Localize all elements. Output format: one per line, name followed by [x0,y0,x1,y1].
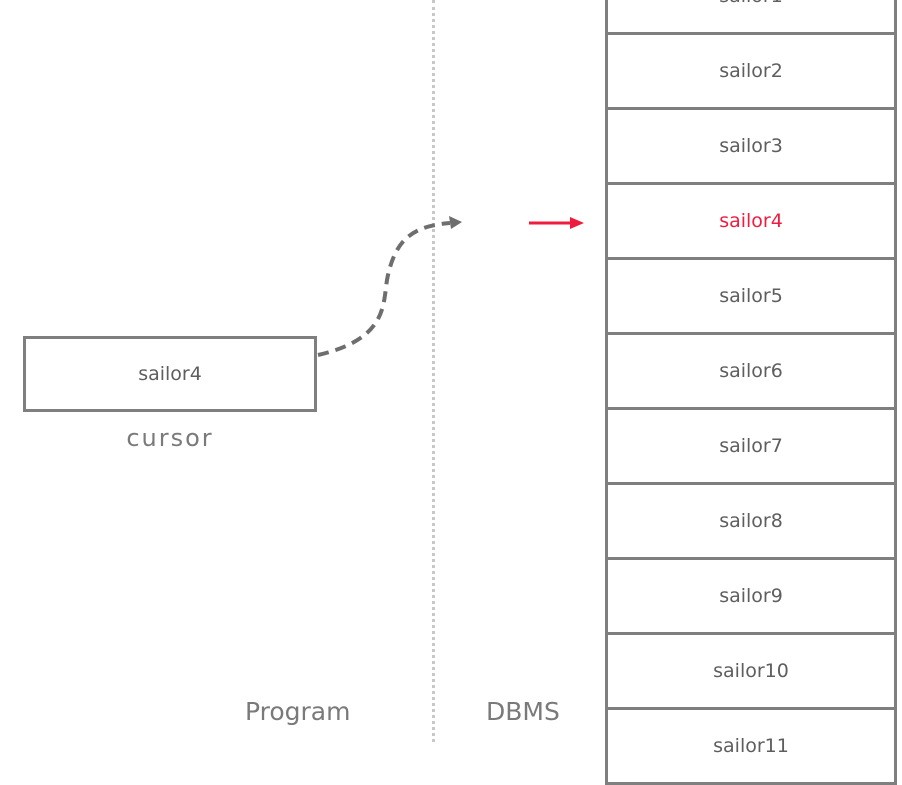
row-label: sailor7 [719,435,783,457]
table-row: sailor5 [608,260,894,335]
table-row: sailor9 [608,560,894,635]
table-row: sailor1 [608,0,894,35]
cursor-label: cursor [126,424,214,452]
program-dbms-divider [432,0,435,742]
cursor-pointer-arrowhead [449,216,462,229]
sailor-table: sailor1 sailor2 sailor3 sailor4 sailor5 … [605,0,897,785]
table-row: sailor8 [608,485,894,560]
program-label: Program [245,697,351,726]
table-row: sailor7 [608,410,894,485]
table-row-current: sailor4 [608,185,894,260]
table-row: sailor2 [608,35,894,110]
current-row-arrowhead [570,217,584,229]
row-label: sailor3 [719,135,783,157]
row-label: sailor8 [719,510,783,532]
cursor-value: sailor4 [138,363,202,385]
row-label: sailor4 [719,210,783,232]
dbms-label: DBMS [486,697,560,726]
cursor-box: sailor4 [23,336,317,412]
row-label: sailor2 [719,60,783,82]
connector-overlay [317,216,584,357]
row-label: sailor10 [713,660,789,682]
table-row: sailor6 [608,335,894,410]
row-label: sailor5 [719,285,783,307]
table-row: sailor3 [608,110,894,185]
row-label: sailor1 [719,0,783,7]
cursor-pointer-arrow [317,221,451,357]
row-label: sailor9 [719,585,783,607]
table-row: sailor10 [608,635,894,710]
row-label: sailor6 [719,360,783,382]
